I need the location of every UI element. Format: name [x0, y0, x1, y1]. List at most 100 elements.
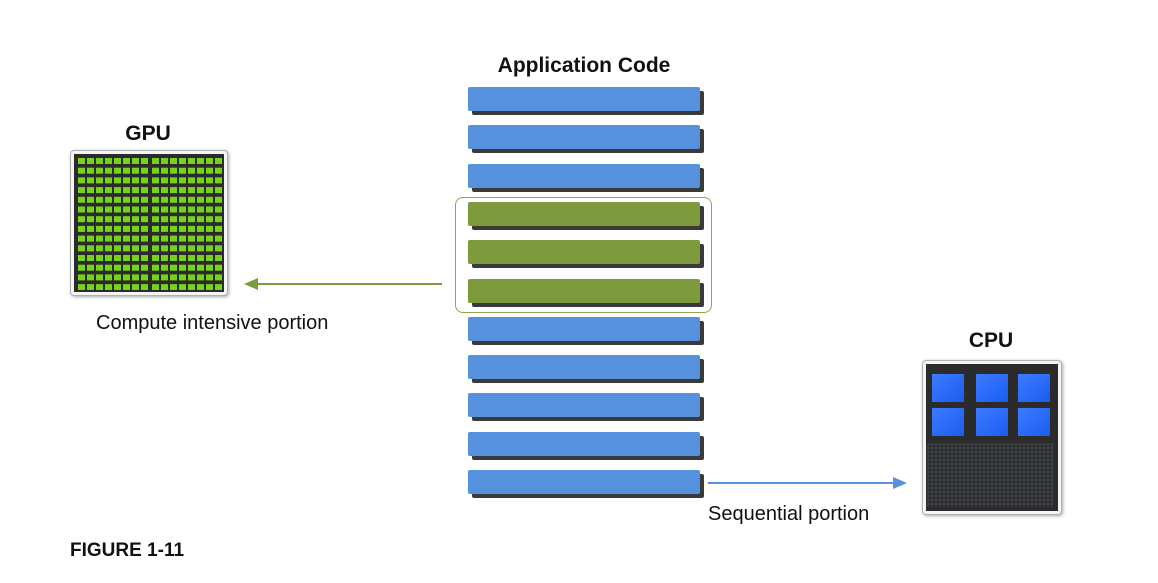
gpu-core-cell	[161, 196, 168, 203]
gpu-core-cell	[188, 187, 195, 194]
compute-intensive-code-block	[468, 240, 700, 264]
gpu-core-cell	[105, 187, 112, 194]
gpu-core-cell	[114, 206, 121, 213]
sequential-code-block	[468, 355, 700, 379]
gpu-core-cell	[197, 284, 204, 290]
gpu-core-cell	[197, 264, 204, 271]
gpu-core-cell	[114, 245, 121, 252]
gpu-core-cell	[152, 225, 159, 232]
gpu-core-cell	[188, 158, 195, 164]
gpu-core-cell	[114, 187, 121, 194]
gpu-core-cell	[96, 158, 103, 164]
gpu-core-cell	[188, 177, 195, 184]
gpu-core-cell	[96, 245, 103, 252]
gpu-core-cell	[206, 187, 213, 194]
gpu-core-cell	[170, 216, 177, 223]
application-code-title: Application Code	[497, 54, 671, 77]
gpu-core-cell	[170, 274, 177, 281]
gpu-core-cell	[161, 187, 168, 194]
sequential-code-block	[468, 164, 700, 188]
gpu-core-cell	[215, 167, 222, 174]
sequential-code-block	[468, 470, 700, 494]
gpu-core-cell	[87, 206, 94, 213]
gpu-core-cell	[96, 255, 103, 261]
gpu-core-cell	[132, 255, 139, 261]
cpu-title: CPU	[968, 329, 1014, 352]
gpu-core-cell	[132, 196, 139, 203]
gpu-core-cell	[105, 274, 112, 281]
gpu-core-cell	[114, 255, 121, 261]
cpu-core	[1018, 408, 1050, 436]
gpu-core-cell	[105, 216, 112, 223]
gpu-core-cell	[161, 255, 168, 261]
gpu-core-cell	[105, 177, 112, 184]
gpu-core-cell	[206, 245, 213, 252]
gpu-core-cell	[78, 245, 85, 252]
gpu-core-cell	[96, 177, 103, 184]
gpu-core-cell	[123, 264, 130, 271]
gpu-core-cell	[132, 206, 139, 213]
gpu-core-cell	[152, 274, 159, 281]
gpu-core-cell	[161, 225, 168, 232]
gpu-core-cell	[170, 255, 177, 261]
gpu-core-cell	[152, 255, 159, 261]
gpu-arrow-label: Compute intensive portion	[96, 312, 329, 334]
gpu-core-cell	[78, 255, 85, 261]
gpu-core-cell	[141, 235, 148, 242]
gpu-core-cell	[123, 187, 130, 194]
gpu-core-cell	[179, 274, 186, 281]
gpu-core-cell	[123, 216, 130, 223]
compute-intensive-code-block	[468, 279, 700, 303]
gpu-core-cell	[206, 196, 213, 203]
cpu-chip-icon	[922, 360, 1062, 515]
gpu-core-cell	[170, 177, 177, 184]
gpu-core-cell	[78, 158, 85, 164]
gpu-core-cell	[179, 187, 186, 194]
gpu-core-cell	[170, 167, 177, 174]
gpu-core-cell	[87, 255, 94, 261]
gpu-core-cell	[114, 284, 121, 290]
gpu-core-cell	[206, 264, 213, 271]
gpu-core-cell	[197, 196, 204, 203]
cpu-cache-mesh	[927, 443, 1054, 507]
gpu-core-cell	[105, 167, 112, 174]
gpu-core-cell	[123, 284, 130, 290]
gpu-core-cell	[123, 225, 130, 232]
gpu-core-cell	[78, 225, 85, 232]
gpu-core-cell	[179, 264, 186, 271]
gpu-core-cell	[161, 284, 168, 290]
gpu-core-cell	[105, 284, 112, 290]
gpu-core-cell	[132, 264, 139, 271]
gpu-core-cell	[96, 225, 103, 232]
gpu-core-cell	[114, 167, 121, 174]
gpu-core-cell	[152, 167, 159, 174]
gpu-core-cell	[215, 216, 222, 223]
gpu-core-cell	[179, 225, 186, 232]
gpu-core-cell	[215, 235, 222, 242]
gpu-core-cell	[141, 196, 148, 203]
gpu-core-cell	[206, 158, 213, 164]
gpu-core-cell	[206, 255, 213, 261]
gpu-core-cell	[96, 216, 103, 223]
gpu-core-cell	[132, 284, 139, 290]
gpu-core-cell	[132, 187, 139, 194]
gpu-core-cell	[188, 255, 195, 261]
gpu-core-cell	[132, 225, 139, 232]
gpu-core-cell	[215, 274, 222, 281]
gpu-core-cell	[161, 158, 168, 164]
gpu-core-cell	[215, 264, 222, 271]
gpu-core-cell	[215, 225, 222, 232]
gpu-core-cell	[188, 274, 195, 281]
gpu-core-cell	[141, 284, 148, 290]
gpu-core-cell	[215, 158, 222, 164]
compute-intensive-code-block	[468, 202, 700, 226]
gpu-core-cell	[78, 206, 85, 213]
gpu-core-cell	[132, 158, 139, 164]
gpu-core-cell	[123, 255, 130, 261]
gpu-core-cell	[132, 245, 139, 252]
gpu-core-cell	[96, 264, 103, 271]
cpu-core	[932, 408, 964, 436]
gpu-core-cell	[152, 245, 159, 252]
gpu-core-cell	[188, 196, 195, 203]
gpu-core-cell	[114, 274, 121, 281]
